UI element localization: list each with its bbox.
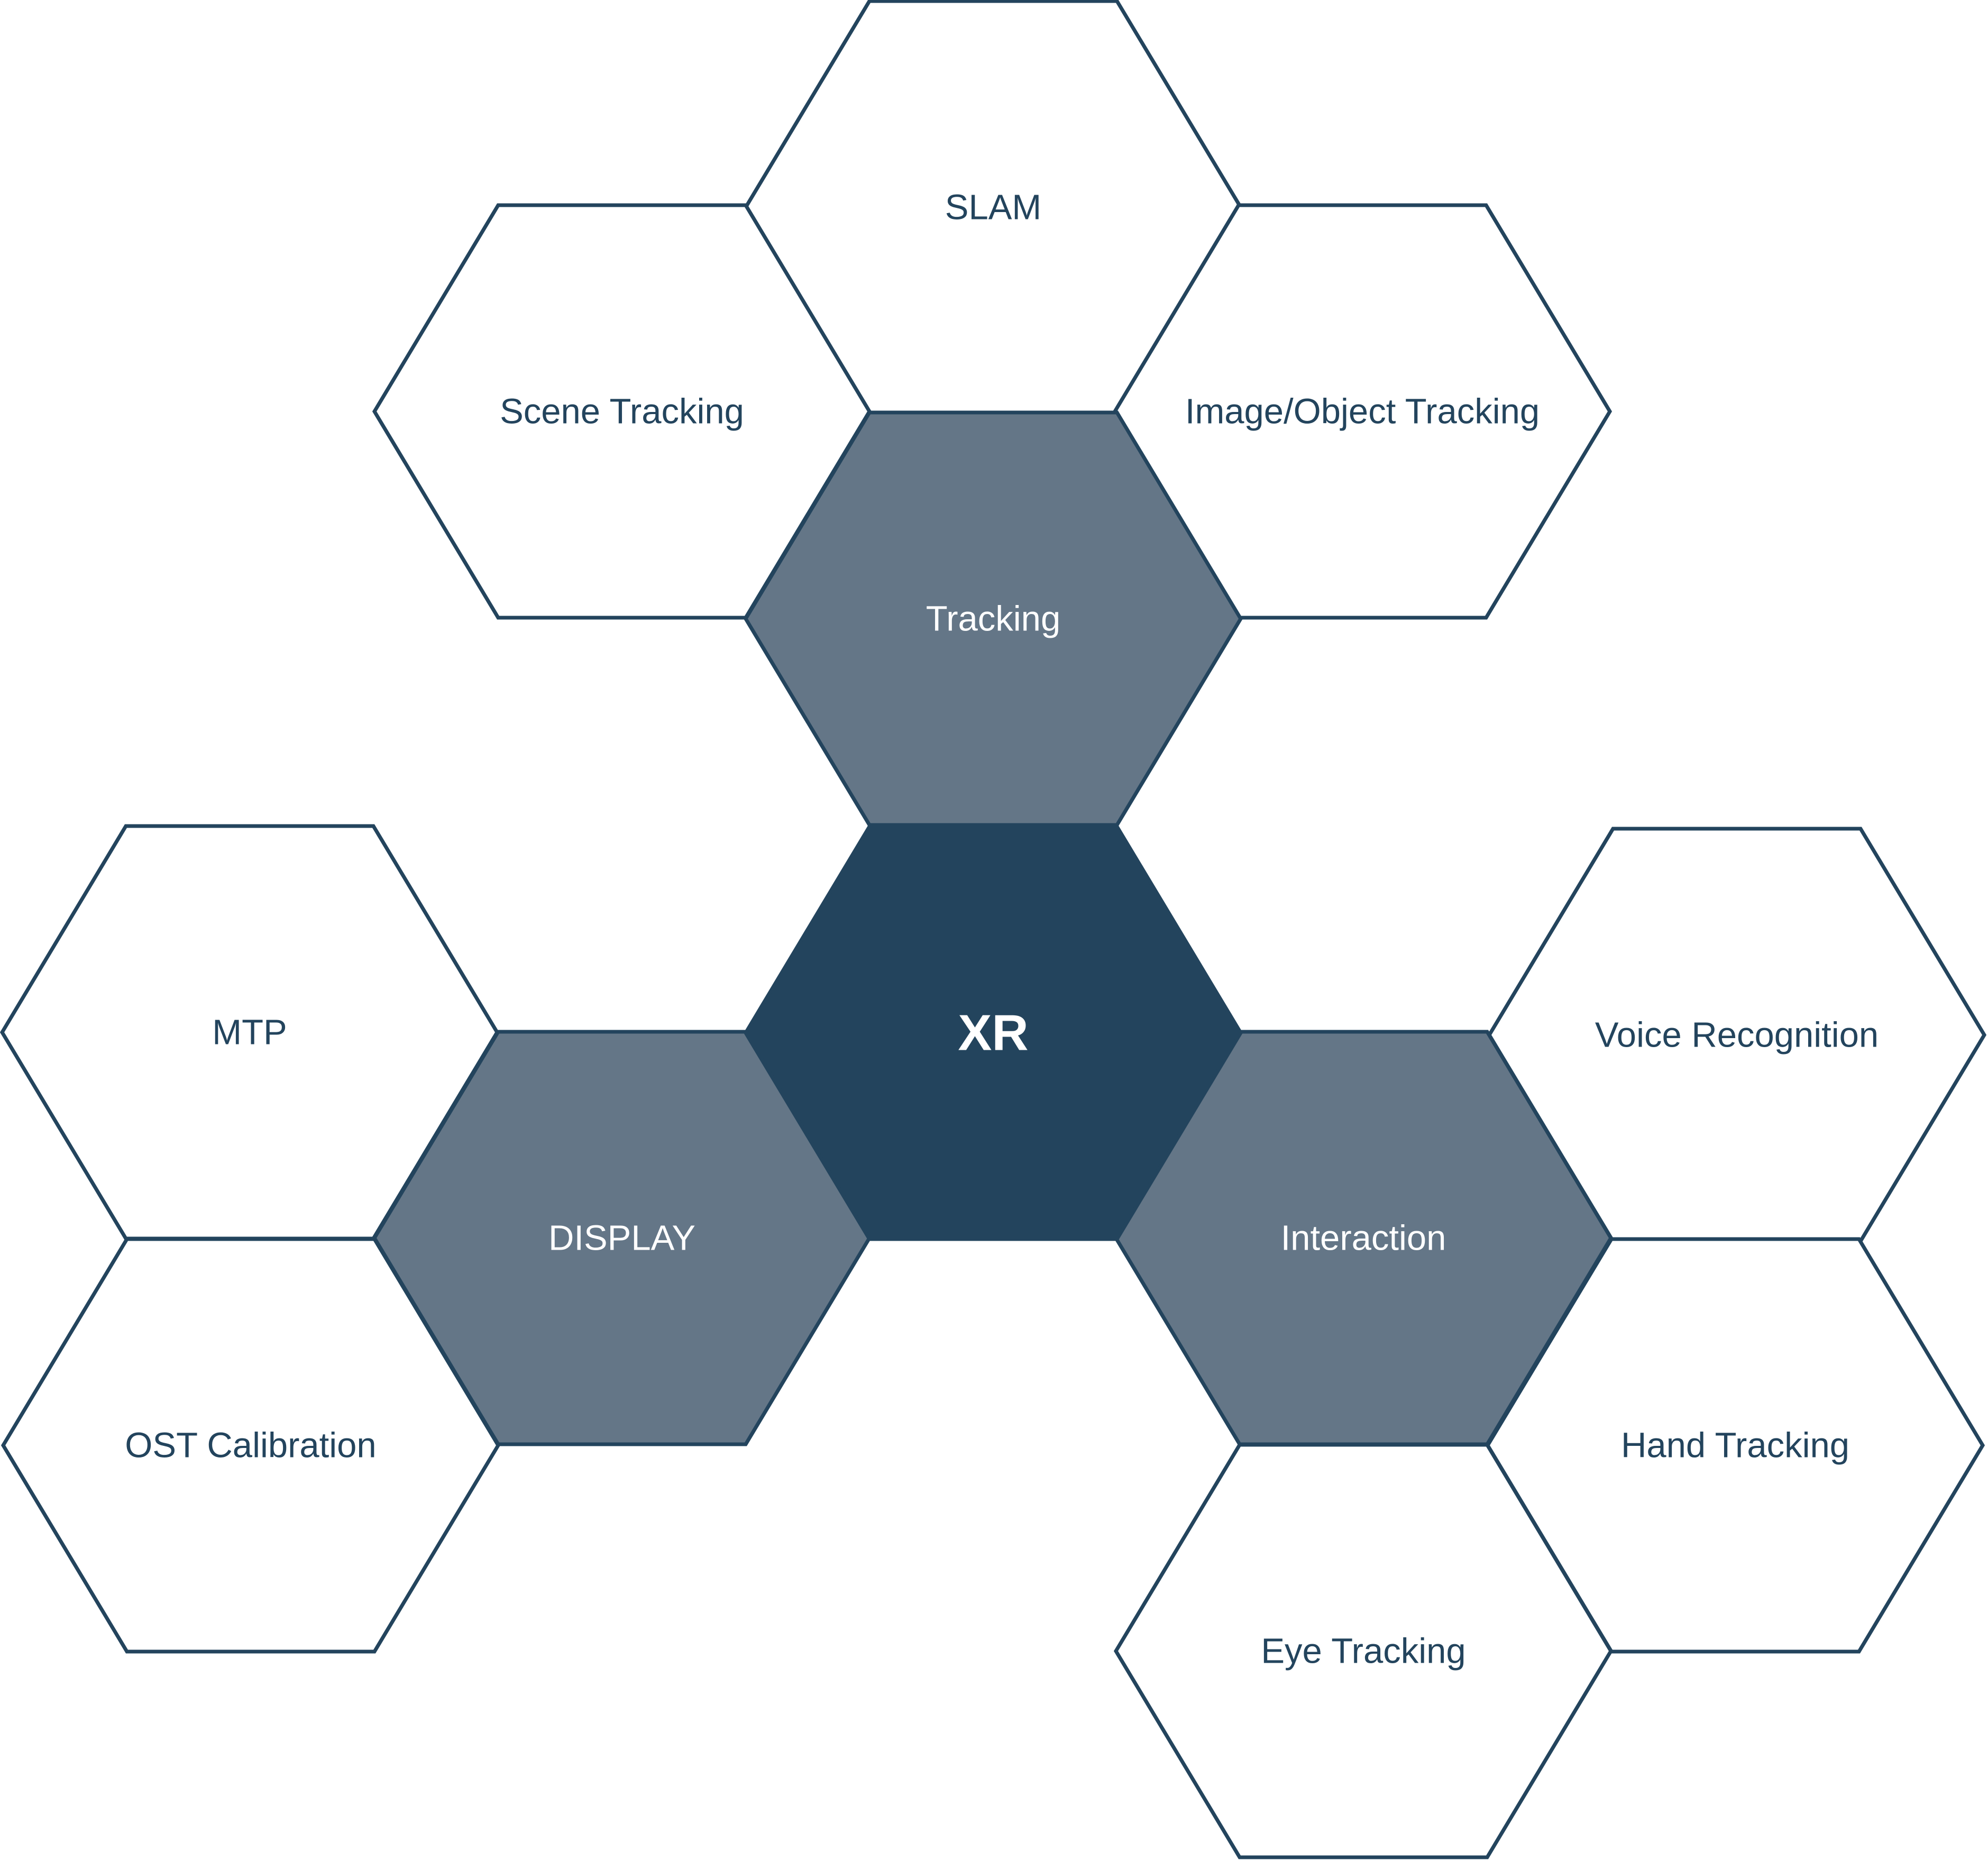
hex-label-interaction: Interaction xyxy=(1281,1218,1446,1258)
hex-label-voice-recognition: Voice Recognition xyxy=(1595,1015,1879,1055)
hex-eye-tracking: Eye Tracking xyxy=(1113,1443,1614,1859)
hex-label-mtp: MTP xyxy=(212,1013,287,1052)
hex-label-image-object-tracking: Image/Object Tracking xyxy=(1185,392,1540,432)
hex-label-display: DISPLAY xyxy=(548,1218,695,1258)
hex-label-scene-tracking: Scene Tracking xyxy=(500,392,744,432)
hex-label-ost-calibration: OST Calibration xyxy=(125,1426,376,1465)
hex-voice-recognition: Voice Recognition xyxy=(1487,827,1987,1243)
hex-mtp: MTP xyxy=(0,824,500,1241)
hex-label-xr: XR xyxy=(958,1005,1028,1061)
hex-xr-core: XR xyxy=(743,824,1243,1241)
hex-label-slam: SLAM xyxy=(945,188,1041,227)
hex-interaction: Interaction xyxy=(1113,1030,1614,1446)
hex-label-tracking: Tracking xyxy=(926,599,1060,639)
hexagon-shape xyxy=(743,824,1243,1241)
hex-scene-tracking: Scene Tracking xyxy=(372,203,872,620)
hex-display: DISPLAY xyxy=(372,1030,872,1446)
hex-label-hand-tracking: Hand Tracking xyxy=(1621,1426,1849,1465)
hex-label-eye-tracking: Eye Tracking xyxy=(1261,1631,1465,1671)
